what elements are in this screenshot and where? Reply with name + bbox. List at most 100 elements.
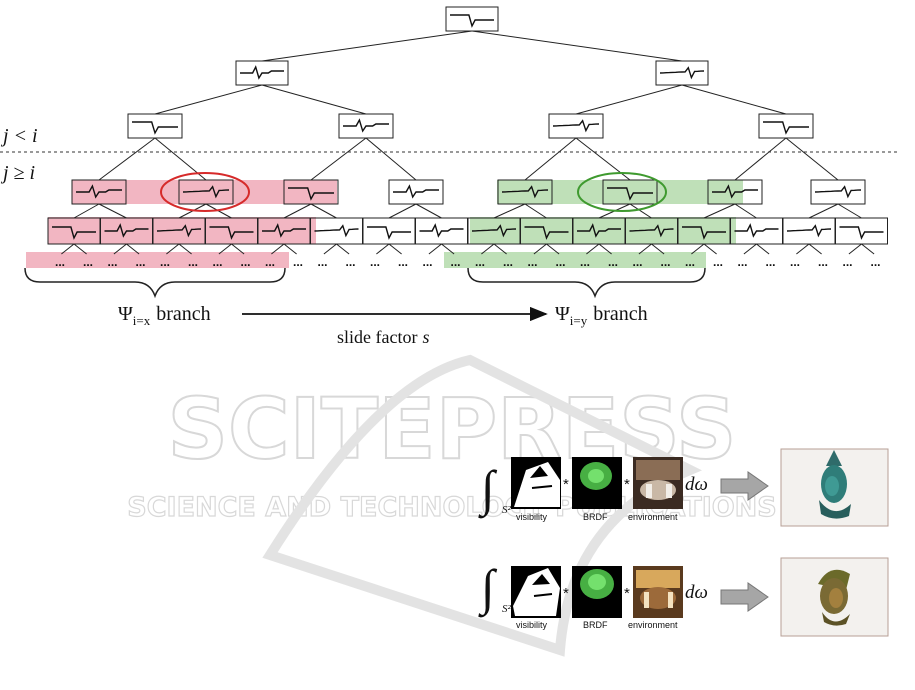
leaf-edge [481,243,495,255]
tree-edge [310,137,367,181]
brdf-thumbnail [572,566,622,618]
label-environment: environment [628,512,678,522]
tree-edge [785,137,839,181]
leaf-edge [283,243,297,255]
tree-edge [471,30,683,62]
leaf-ellipsis: ... [346,255,356,269]
leaf-ellipsis: ... [83,255,93,269]
branch-right-word: branch [593,303,647,325]
leaf-ellipsis-row: ........................................… [55,255,881,269]
leaf-ellipsis: ... [528,255,538,269]
leaf-edge [126,243,140,255]
label-brdf: BRDF [583,512,608,522]
tree-node [782,217,836,245]
tree-edge [365,137,417,181]
tree-node [338,113,394,139]
tree-node [445,6,499,32]
leaf-edge [113,243,127,255]
brace-left [24,267,286,299]
label-brdf: BRDF [583,620,608,630]
leaf-edge [651,243,665,255]
rendered-result-1 [780,448,889,527]
tree-edge [310,203,337,219]
leaf-ellipsis: ... [685,255,695,269]
leaf-edge [323,243,337,255]
level-upper-label: j < i [0,125,38,147]
integral-sign: ∫ [478,559,498,618]
highlight-ellipse-left [160,172,250,212]
leaf-ellipsis: ... [265,255,275,269]
branch-right-subscript: i=y [570,313,588,328]
leaf-ellipsis: ... [608,255,618,269]
leaf-edge [546,243,560,255]
differential: dω [685,474,708,495]
integral-domain: S² [502,603,512,615]
tree-node [707,179,763,205]
leaf-edge [178,243,192,255]
tree-edge [681,84,787,115]
tree-node [178,179,234,205]
differential: dω [685,582,708,603]
leaf-edge [336,243,350,255]
environment-thumbnail [633,566,683,618]
tree-edge [98,137,156,181]
label-visibility: visibility [516,620,548,630]
leaf-ellipsis: ... [766,255,776,269]
tree-edge [415,203,442,219]
tree-node [602,179,658,205]
leaf-edge [493,243,507,255]
visibility-thumbnail [511,457,561,509]
tree-edge [734,203,757,219]
leaf-ellipsis: ... [451,255,461,269]
result-arrow-2 [720,582,769,612]
leaf-ellipsis: ... [738,255,748,269]
leaf-edge [73,243,87,255]
leaf-edge [441,243,455,255]
tree-node [655,60,709,86]
leaf-edge [808,243,822,255]
tree-edge [98,203,127,219]
integral-sign: ∫ [478,460,498,519]
leaf-edge [388,243,402,255]
tree-edge [388,203,417,219]
tree-nodes [47,6,888,245]
leaf-ellipsis: ... [55,255,65,269]
leaf-ellipsis: ... [818,255,828,269]
environment-thumbnail [633,457,683,509]
equation-row-1: ∫ S² * * dω visibility BRDF environment [478,448,889,527]
level-lower-label: j ≥ i [0,162,35,184]
tree-node [415,217,468,245]
leaf-ellipsis: ... [293,255,303,269]
tree-node [362,217,416,245]
leaf-ellipsis: ... [790,255,800,269]
leaf-edge [533,243,547,255]
leaf-ellipsis: ... [475,255,485,269]
leaf-edge [691,243,705,255]
tree-edge [703,203,736,219]
tree-node [310,217,363,245]
equation-row-2: ∫ S² * * dω visibility BRDF environment [478,557,889,637]
visibility-thumbnail [511,566,561,618]
leaf-ellipsis: ... [241,255,251,269]
slide-prefix: slide factor [337,327,417,347]
leaf-ellipsis: ... [661,255,671,269]
leaf-edge [271,243,285,255]
tree-edge [524,203,547,219]
rendered-result-2 [780,557,889,637]
tree-edge [575,84,683,115]
brace-right [467,267,706,299]
tree-edge [73,203,100,219]
leaf-edge [376,243,390,255]
integral-domain: S² [502,504,512,516]
tree-node [235,60,289,86]
leaf-edge [166,243,180,255]
tree-edge [261,30,473,62]
leaf-edge [586,243,600,255]
leaf-edge [218,243,232,255]
tree-node [730,217,783,245]
leaf-ellipsis: ... [843,255,853,269]
leaf-edge [231,243,245,255]
